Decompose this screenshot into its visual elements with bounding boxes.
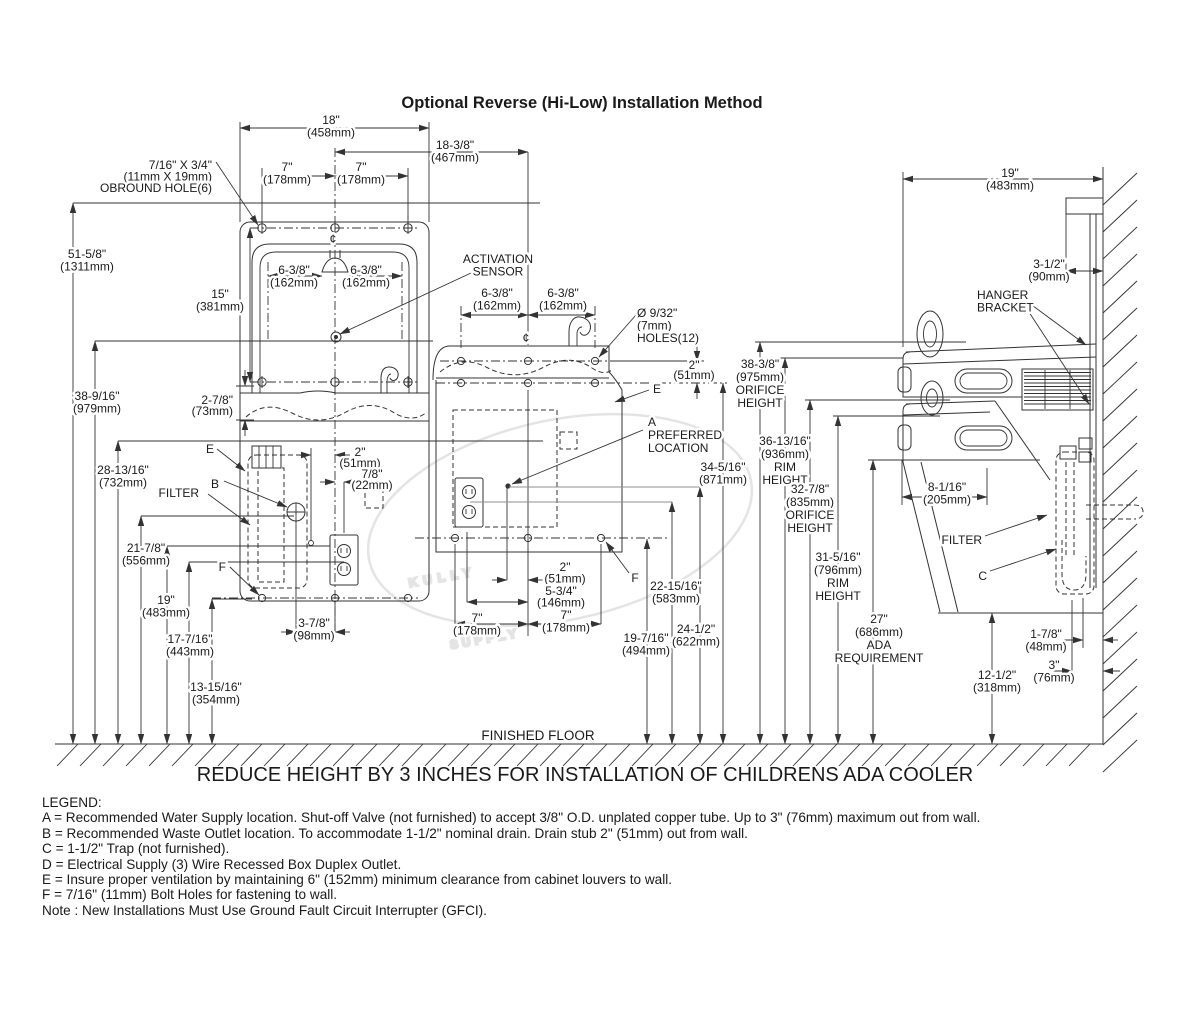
legend-heading: LEGEND: xyxy=(42,795,102,810)
label-f-left: F xyxy=(219,560,226,574)
dim-17-7-16in: 17-7/16"(443mm) xyxy=(166,632,214,659)
dim-51-5-8in: 51-5/8"(1311mm) xyxy=(60,247,114,274)
side-view xyxy=(897,167,1144,773)
louver-grille xyxy=(1024,370,1091,409)
dim-6-3-8in-center-a: 6-3/8"(162mm) xyxy=(473,286,521,313)
dim-22-15-16in: 22-15/16"(583mm) xyxy=(650,579,702,606)
dim-21-7-8in: 21-7/8"(556mm) xyxy=(122,541,170,568)
mounting-holes-front xyxy=(257,222,413,603)
dim-2in-right: 2"(51mm) xyxy=(673,358,714,382)
dim-3in: 3"(76mm) xyxy=(1033,658,1074,685)
dim-7in-bottom-right: 7"(178mm) xyxy=(542,608,590,635)
label-e-center: E xyxy=(653,382,661,396)
reduce-height-note: REDUCE HEIGHT BY 3 INCHES FOR INSTALLATI… xyxy=(197,764,973,786)
dimension-labels: 18"(458mm) 18-3/8"(467mm) 7/16" X 3/4"(11m… xyxy=(58,111,1078,710)
dim-19-7-16in: 19-7/16"(494mm) xyxy=(622,631,670,658)
dim-3-1-2in: 3-1/2"(90mm) xyxy=(1028,257,1069,284)
dim-38-9-16in: 38-9/16"(979mm) xyxy=(73,389,121,416)
page-title: Optional Reverse (Hi-Low) Installation M… xyxy=(401,94,762,112)
legend-item: D = Electrical Supply (3) Wire Recessed … xyxy=(42,856,402,872)
dim-19in-right: 19"(483mm) xyxy=(986,166,1034,193)
dim-19in-left: 19"(483mm) xyxy=(142,593,190,620)
front-view-lower-unit xyxy=(415,316,727,553)
front-view-upper-unit xyxy=(212,148,430,640)
legend-item: E = Insure proper ventilation by maintai… xyxy=(42,872,673,888)
dim-6-3-8in-left-b: 6-3/8"(162mm) xyxy=(342,263,390,290)
legend-item: B = Recommended Waste Outlet location. T… xyxy=(42,825,748,841)
dim-5-3-4in: 5-3/4"(146mm) xyxy=(537,584,585,610)
dim-6-3-8in-center-b: 6-3/8"(162mm) xyxy=(539,286,587,313)
dim-15in: 15"(381mm) xyxy=(196,287,244,314)
label-filter-right: FILTER xyxy=(942,533,983,547)
dim-18-3-8in: 18-3/8"(467mm) xyxy=(431,138,479,165)
label-e-left: E xyxy=(206,442,214,456)
dimension-lines xyxy=(69,122,1120,745)
dim-2-7-8in: 2-7/8"(73mm) xyxy=(192,393,233,418)
callout-obround-hole: 7/16" X 3/4"(11mm X 19mm)OBROUND HOLE(6) xyxy=(100,158,212,195)
dim-1-7-8in: 1-7/8"(48mm) xyxy=(1025,627,1066,654)
dim-3-7-8in: 3-7/8"(98mm) xyxy=(293,616,334,643)
finished-floor xyxy=(55,743,1103,767)
dim-7-8in: 7/8"(22mm) xyxy=(351,467,392,492)
centerline-mark-left: ¢ xyxy=(330,232,337,246)
legend-items: A = Recommended Water Supply location. S… xyxy=(42,810,1182,918)
legend-item: Note : New Installations Must Use Ground… xyxy=(42,902,487,918)
dim-13-15-16in: 13-15/16"(354mm) xyxy=(190,680,242,707)
dim-7in-top-right: 7"(178mm) xyxy=(337,160,385,187)
dim-7in-top-left: 7"(178mm) xyxy=(263,160,311,187)
label-c-right: C xyxy=(978,569,987,583)
dim-2in-bottom: 2"(51mm) xyxy=(544,560,585,586)
centerline-mark-center: ¢ xyxy=(523,331,530,345)
dim-6-3-8in-left-a: 6-3/8"(162mm) xyxy=(270,263,318,290)
dim-18in: 18"(458mm) xyxy=(307,113,355,140)
dim-8-1-16in: 8-1/16"(205mm) xyxy=(923,480,971,507)
label-f-center: F xyxy=(631,571,638,585)
dim-24-1-2in: 24-1/2"(622mm) xyxy=(672,622,720,649)
legend-item: F = 7/16" (11mm) Bolt Holes for fastenin… xyxy=(42,887,338,903)
label-filter-left: FILTER xyxy=(159,486,200,500)
finished-floor-label: FINISHED FLOOR xyxy=(481,728,595,743)
dim-12-1-2in: 12-1/2"(318mm) xyxy=(973,668,1021,695)
filter-trap-assembly xyxy=(1055,437,1144,595)
dim-7in-bottom-left: 7"(178mm) xyxy=(453,611,501,638)
dim-2in-left: 2"(51mm) xyxy=(339,445,380,470)
dim-28-13-16in: 28-13/16"(732mm) xyxy=(97,463,149,490)
legend-item: A = Recommended Water Supply location. S… xyxy=(42,810,981,826)
wall-hatching xyxy=(1102,172,1138,773)
callout-holes-12: Ø 9/32"(7mm)HOLES(12) xyxy=(637,306,699,345)
label-b-left: B xyxy=(211,477,219,491)
legend: LEGEND: A = Recommended Water Supply loc… xyxy=(42,795,1182,918)
dim-34-5-16in: 34-5/16"(871mm) xyxy=(699,460,747,487)
floor-hatching xyxy=(56,743,1091,767)
legend-item: C = 1-1/2" Trap (not furnished). xyxy=(42,841,230,857)
